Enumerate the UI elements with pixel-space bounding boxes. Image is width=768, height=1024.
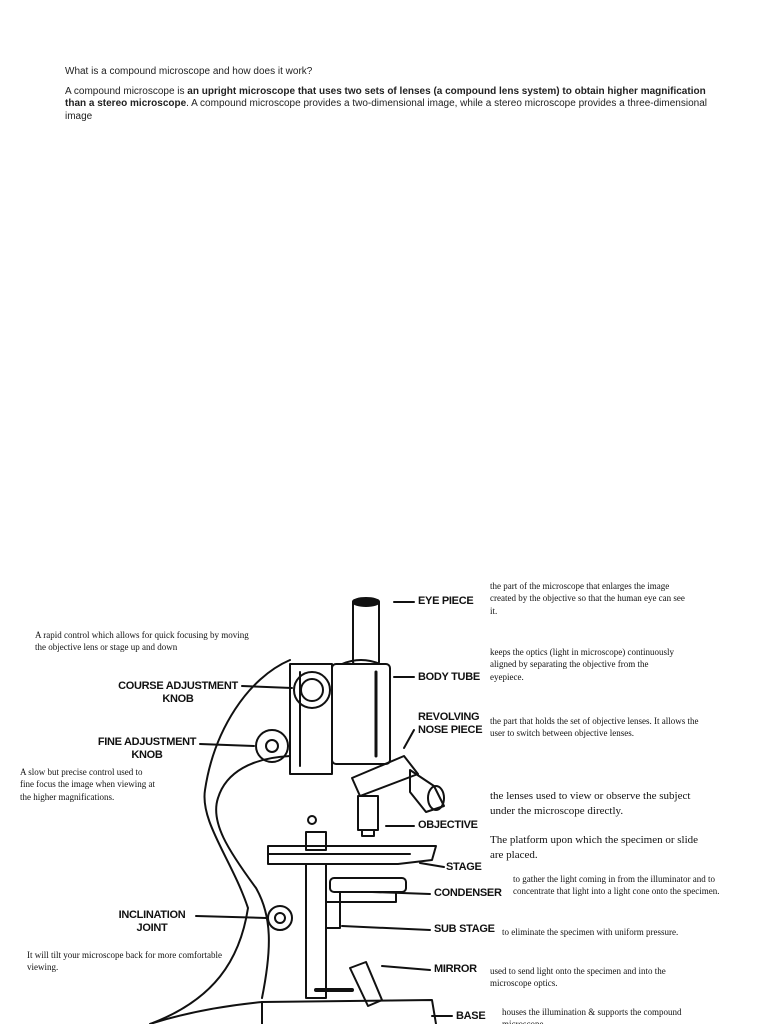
label-inclination: INCLINATION JOINT — [112, 909, 192, 935]
microscope-diagram: EYE PIECE BODY TUBE REVOLVING NOSE PIECE… — [0, 560, 768, 1024]
label-inclination-2: JOINT — [136, 922, 168, 934]
eyepiece-top — [352, 597, 380, 607]
stage-screw — [307, 815, 317, 825]
note-body-tube: keeps the optics (light in microscope) c… — [490, 647, 674, 682]
substage-shape — [325, 901, 341, 929]
pointer-condenser — [371, 891, 431, 895]
label-eye-piece: EYE PIECE — [418, 595, 474, 607]
arm-outer — [149, 659, 291, 1024]
eyepiece-shape — [352, 599, 380, 665]
stage-shape — [267, 845, 437, 865]
note-sub-stage: to eliminate the specimen with uniform p… — [502, 927, 679, 937]
label-fine-adjustment-2: KNOB — [131, 749, 163, 761]
note-inclination: It will tilt your microscope back for mo… — [27, 950, 222, 973]
objective-2 — [409, 769, 445, 813]
stage-clip — [305, 831, 327, 851]
objective-1 — [357, 795, 379, 831]
label-course-adjustment-2: KNOB — [162, 693, 194, 705]
label-inclination-1: INCLINATION — [118, 909, 186, 921]
condenser-shape — [329, 877, 407, 893]
intro-section: What is a compound microscope and how do… — [65, 66, 715, 123]
note-eye-piece: the part of the microscope that enlarges… — [490, 581, 685, 616]
objective-2-lens — [427, 785, 445, 811]
pointer-nose-piece — [403, 729, 415, 749]
pointer-mirror — [381, 965, 431, 971]
answer-lead: A compound microscope is — [65, 85, 188, 97]
arm-inner — [215, 755, 291, 999]
microscope-illustration — [149, 597, 453, 1024]
label-course-adjustment-1: COURSE ADJUSTMENT — [118, 680, 238, 692]
mirror-shape — [349, 961, 383, 1007]
label-body-tube: BODY TUBE — [418, 671, 480, 683]
inclination-joint-shape — [267, 905, 293, 931]
answer-rest: . A compound microscope provides a two-d… — [65, 98, 707, 122]
note-stage: The platform upon which the specimen or … — [490, 834, 699, 861]
tube-collar — [341, 659, 381, 665]
label-objective: OBJECTIVE — [418, 819, 478, 831]
label-mirror: MIRROR — [434, 963, 477, 975]
label-sub-stage: SUB STAGE — [434, 923, 495, 935]
label-fine-adjustment: FINE ADJUSTMENT KNOB — [92, 736, 202, 762]
note-course-adjustment: A rapid control which allows for quick f… — [35, 630, 249, 653]
label-revolving-2: NOSE PIECE — [418, 724, 483, 736]
pointer-sub-stage — [341, 925, 431, 931]
note-mirror: used to send light onto the specimen and… — [490, 966, 666, 989]
pointer-inclination — [195, 915, 267, 919]
label-condenser: CONDENSER — [434, 887, 502, 899]
label-fine-adjustment-1: FINE ADJUSTMENT — [97, 736, 197, 748]
note-nose-piece: the part that holds the set of objective… — [490, 716, 699, 739]
note-objective: the lenses used to view or observe the s… — [490, 790, 691, 817]
nosepiece-shape — [351, 755, 419, 797]
fine-knob-shape — [255, 729, 289, 763]
pillar-shape — [305, 863, 327, 999]
answer-bold: an upright microscope that uses two sets… — [65, 85, 706, 110]
body-tube-shape — [331, 663, 391, 765]
pointer-fine-adjustment — [199, 743, 255, 747]
note-base: houses the illumination & supports the c… — [502, 1007, 682, 1024]
note-condenser: to gather the light coming in from the i… — [513, 874, 720, 897]
label-base: BASE — [456, 1010, 486, 1022]
fine-knob-inner — [265, 739, 279, 753]
condenser-lower — [339, 891, 397, 903]
pointer-stage — [419, 862, 445, 868]
intro-question: What is a compound microscope and how do… — [65, 66, 313, 77]
base-shape — [149, 999, 437, 1024]
pointer-course-adjustment — [241, 685, 293, 689]
coarse-knob-shape — [293, 671, 331, 709]
inclination-joint-inner — [274, 912, 286, 924]
coarse-knob-inner — [300, 678, 324, 702]
note-fine-adjustment: A slow but precise control used to fine … — [20, 767, 155, 802]
label-revolving-1: REVOLVING — [418, 711, 480, 723]
label-course-adjustment: COURSE ADJUSTMENT KNOB — [112, 680, 244, 706]
intro-answer: A compound microscope is an upright micr… — [65, 86, 715, 124]
label-stage: STAGE — [446, 861, 482, 873]
objective-1-tip — [361, 829, 375, 837]
